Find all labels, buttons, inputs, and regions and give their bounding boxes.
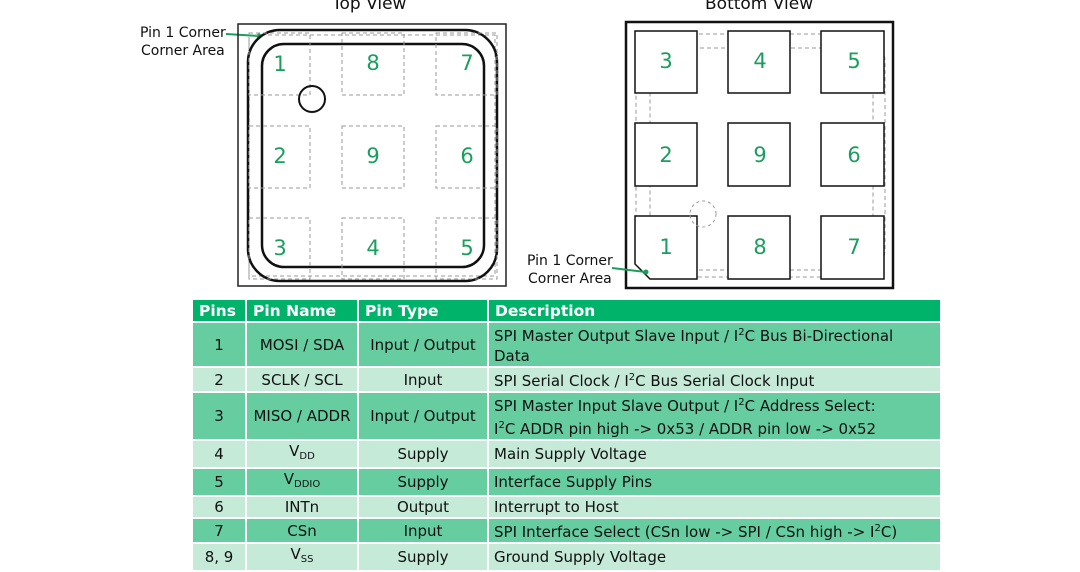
top-pin1-leader — [225, 33, 260, 37]
bottom-view-package: 3 4 5 2 9 6 1 8 7 — [611, 20, 895, 290]
cell-pin-type: Input / Output — [357, 393, 487, 439]
top-pin-4: 4 — [366, 236, 379, 260]
cell-description: Interface Supply Pins — [487, 469, 940, 495]
bottom-outer-frame — [624, 20, 895, 290]
cell-pin-type: Input — [357, 368, 487, 391]
header-pins: Pins — [193, 300, 245, 321]
bottom-pin-9: 9 — [753, 143, 766, 167]
header-pin-type: Pin Type — [357, 300, 487, 321]
bottom-pads — [634, 30, 885, 280]
cell-pins: 8, 9 — [193, 544, 245, 570]
cell-pin-name: VDDIO — [245, 469, 357, 495]
table-row: 6 INTn Output Interrupt to Host — [193, 497, 940, 517]
top-pin-5: 5 — [460, 236, 473, 260]
cell-pins: 6 — [193, 497, 245, 517]
cell-pin-name: MOSI / SDA — [245, 323, 357, 366]
bottom-pin-2: 2 — [659, 143, 672, 167]
bottom-pin-4: 4 — [753, 49, 766, 73]
table-row: 2 SCLK / SCL Input SPI Serial Clock / I2… — [193, 368, 940, 391]
top-pin-3: 3 — [273, 236, 286, 260]
cell-description: SPI Interface Select (CSn low -> SPI / C… — [487, 519, 940, 542]
cell-pin-name: INTn — [245, 497, 357, 517]
table-row: 7 CSn Input SPI Interface Select (CSn lo… — [193, 519, 940, 542]
top-pin-8: 8 — [366, 51, 379, 75]
cell-pins: 4 — [193, 441, 245, 467]
table-row: 1 MOSI / SDA Input / Output SPI Master O… — [193, 323, 940, 366]
top-inner-ring — [260, 42, 486, 269]
top-pin-9: 9 — [366, 144, 379, 168]
bottom-pin-3: 3 — [659, 49, 672, 73]
bottom-pin-7: 7 — [847, 235, 860, 259]
top-pin-6: 6 — [460, 144, 473, 168]
cell-pin-name: CSn — [245, 519, 357, 542]
top-pin-2: 2 — [273, 144, 286, 168]
table-row: 5 VDDIO Supply Interface Supply Pins — [193, 469, 940, 495]
top-outer-ring — [246, 28, 499, 283]
top-outer-frame — [237, 23, 507, 287]
bottom-pin1-leader — [611, 267, 647, 273]
table-row: 3 MISO / ADDR Input / Output SPI Master … — [193, 393, 940, 439]
cell-description: SPI Master Input Slave Output / I2C Addr… — [487, 393, 940, 439]
bottom-pin-5: 5 — [847, 49, 860, 73]
top-pin-7: 7 — [460, 51, 473, 75]
cell-pins: 3 — [193, 393, 245, 439]
bottom-pin-6: 6 — [847, 143, 860, 167]
bottom-view-title: Bottom View — [705, 0, 814, 14]
header-pin-name: Pin Name — [245, 300, 357, 321]
cell-description: Ground Supply Voltage — [487, 544, 940, 570]
cell-pin-type: Supply — [357, 469, 487, 495]
pin-description-table: Pins Pin Name Pin Type Description 1 MOS… — [193, 298, 940, 572]
cell-pins: 2 — [193, 368, 245, 391]
cell-pin-type: Supply — [357, 544, 487, 570]
cell-description: Interrupt to Host — [487, 497, 940, 517]
top-view-title: Top View — [332, 0, 407, 14]
cell-pins: 7 — [193, 519, 245, 542]
bottom-pin1-label: Pin 1 Corner Corner Area — [527, 252, 613, 288]
bottom-pin1-label-line1: Pin 1 Corner — [527, 253, 613, 269]
bottom-pin1-dot — [643, 269, 649, 275]
bottom-pin1-label-line2: Corner Area — [528, 271, 612, 287]
top-pin1-label-line1: Pin 1 Corner — [140, 25, 226, 41]
table-header-row: Pins Pin Name Pin Type Description — [193, 300, 940, 321]
top-view-package: 1 8 7 2 9 6 3 4 5 — [225, 23, 507, 287]
bottom-pin-8: 8 — [753, 235, 766, 259]
cell-pin-name: VDD — [245, 441, 357, 467]
bottom-pin1-ghost-circle — [689, 200, 717, 228]
cell-description: SPI Serial Clock / I2C Bus Serial Clock … — [487, 368, 940, 391]
top-pin-1: 1 — [273, 52, 286, 76]
top-pin1-label: Pin 1 Corner Corner Area — [140, 24, 226, 60]
cell-pin-name: MISO / ADDR — [245, 393, 357, 439]
header-description: Description — [487, 300, 940, 321]
cell-pin-name: VSS — [245, 544, 357, 570]
cell-pins: 1 — [193, 323, 245, 366]
bottom-pin-1: 1 — [659, 235, 672, 259]
cell-pin-type: Output — [357, 497, 487, 517]
cell-pin-type: Input — [357, 519, 487, 542]
cell-pin-name: SCLK / SCL — [245, 368, 357, 391]
table-row: 4 VDD Supply Main Supply Voltage — [193, 441, 940, 467]
cell-pins: 5 — [193, 469, 245, 495]
top-pin1-marker-circle — [298, 85, 326, 113]
cell-description: SPI Master Output Slave Input / I2C Bus … — [487, 323, 940, 366]
table-row: 8, 9 VSS Supply Ground Supply Voltage — [193, 544, 940, 570]
top-pin1-label-line2: Corner Area — [141, 43, 225, 59]
top-pad-outlines — [248, 32, 498, 280]
cell-description: Main Supply Voltage — [487, 441, 940, 467]
cell-pin-type: Supply — [357, 441, 487, 467]
cell-pin-type: Input / Output — [357, 323, 487, 366]
